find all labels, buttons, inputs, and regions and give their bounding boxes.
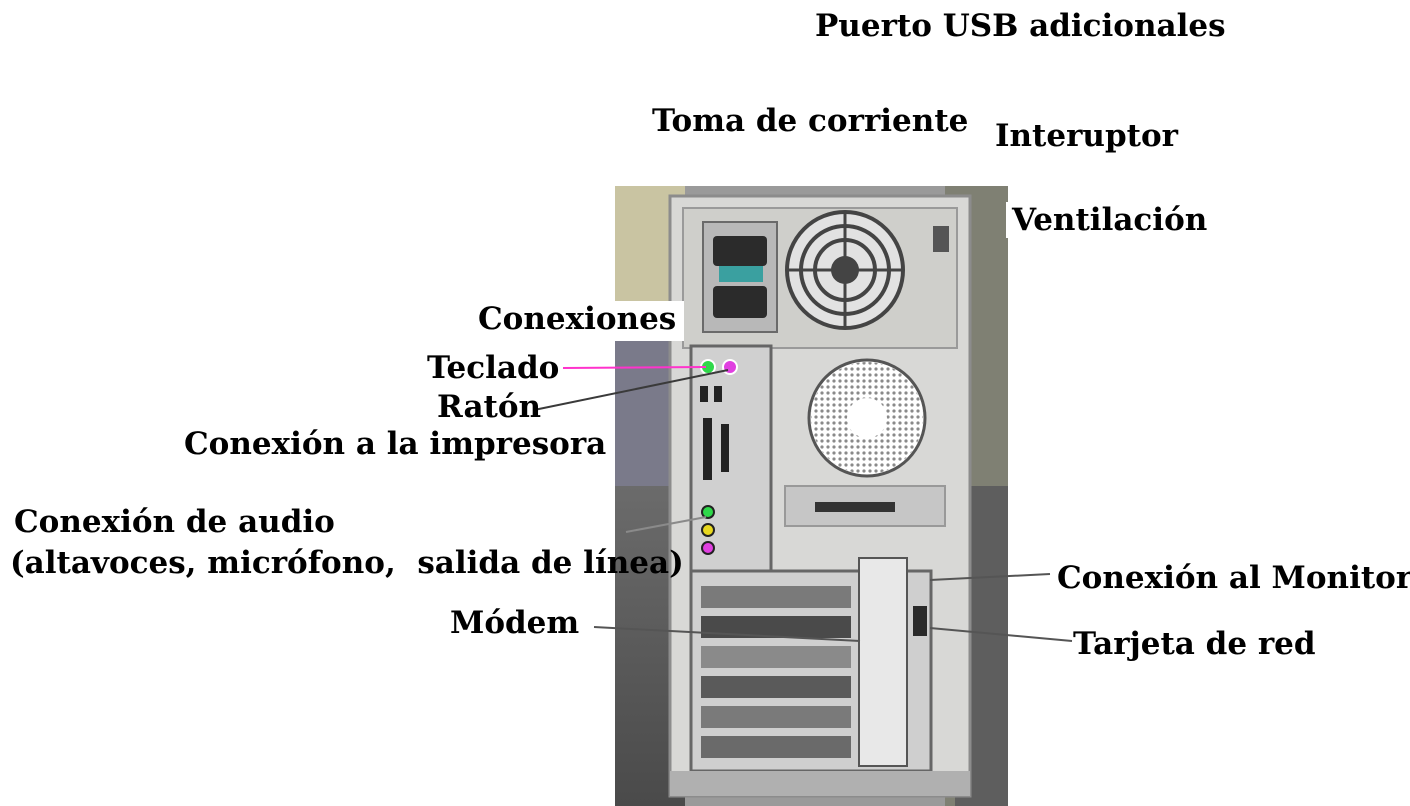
label-monitor: Conexión al Monitor [1057,560,1410,596]
audio-port-green-icon [701,505,715,519]
audio-port-pink-icon [701,541,715,555]
expansion-slots [689,557,933,773]
label-audio-detail: (altavoces, micrófono, salida de línea) [10,545,684,581]
fan-grille-icon [785,210,905,330]
label-switch: Interuptor [995,118,1178,154]
label-connections: Conexiones [478,301,685,341]
power-switch-icon [933,226,949,252]
keyboard-port-icon [700,359,716,375]
label-audio-title: Conexión de audio [14,504,335,540]
label-power-socket: Toma de corriente [652,103,969,139]
audio-port-yellow-icon [701,523,715,537]
case-fan-icon [807,358,927,478]
mouse-port-icon [722,359,738,375]
label-keyboard: Teclado [427,350,560,386]
label-ventilation: Ventilación [1006,202,1214,238]
label-mouse: Ratón [437,389,542,425]
computer-back-photo [615,186,1008,806]
label-usb: Puerto USB adicionales [815,8,1226,44]
label-printer: Conexión a la impresora [184,426,607,462]
printer-port-icon [703,418,712,480]
label-network: Tarjeta de red [1073,626,1316,662]
label-modem: Módem [450,605,580,641]
